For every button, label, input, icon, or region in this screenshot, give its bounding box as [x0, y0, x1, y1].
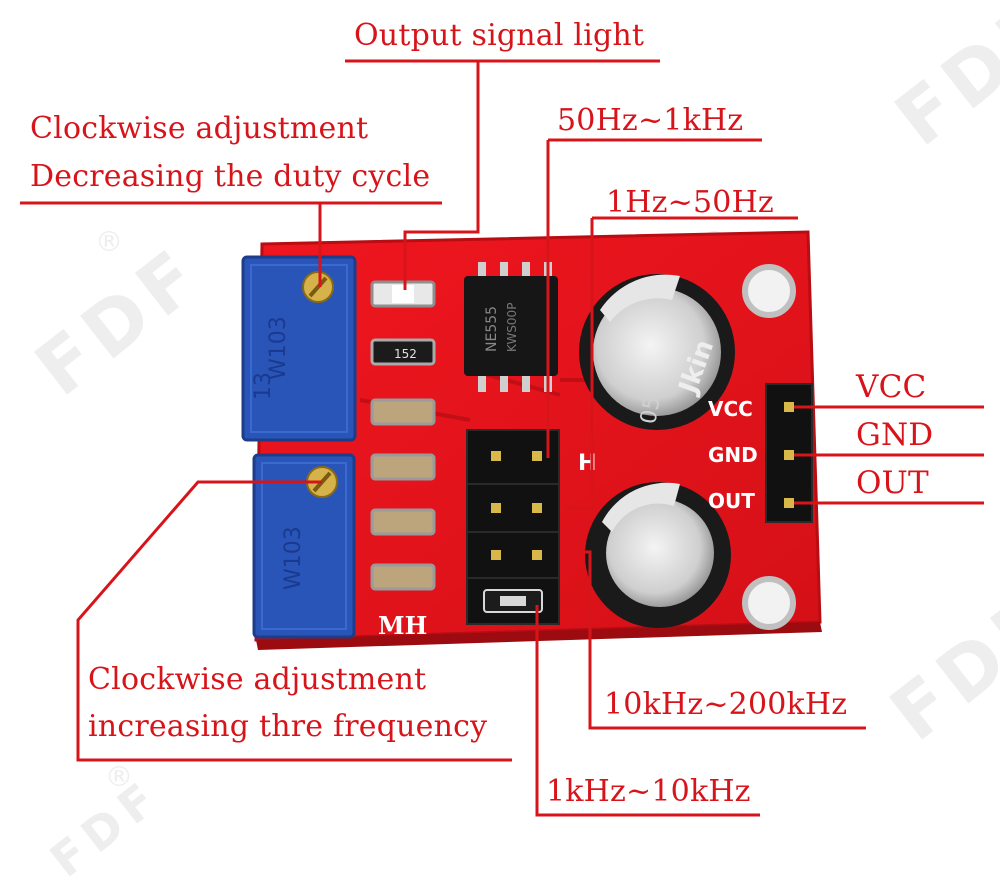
silk-pin-vcc: VCC: [708, 397, 753, 421]
registered-mark-1: ®: [95, 225, 123, 258]
electrolytic-cap-top: Jkin 05: [579, 274, 735, 430]
pot-bottom-code: W103: [281, 526, 306, 590]
smd-resistor-152: 152: [370, 338, 436, 366]
callout-output-signal-light: Output signal light: [354, 18, 645, 53]
callout-range-50hz-1khz: 50Hz~1kHz: [557, 103, 744, 138]
jumper-header-4-bridged: [466, 577, 560, 625]
registered-mark-3: ®: [105, 760, 133, 793]
smd-cap-2: [370, 453, 436, 481]
smd-led-output: [370, 280, 436, 308]
jumper-header-3: [466, 531, 560, 579]
pot-top-side: 13: [251, 372, 276, 400]
jumper-mark: H: [578, 451, 596, 476]
callout-pin-gnd: GND: [856, 417, 934, 453]
silk-label: MH: [378, 611, 427, 640]
cap-voltage: 05: [636, 394, 665, 426]
smd-cap-4: [370, 563, 436, 591]
jumper-header-2: [466, 483, 560, 533]
silk-pin-out: OUT: [708, 489, 755, 513]
resistor-code: 152: [394, 347, 417, 361]
chip-code: KWS00P: [505, 303, 519, 352]
silk-pin-gnd: GND: [708, 443, 758, 467]
callout-frequency-line-1: Clockwise adjustment: [88, 662, 427, 697]
pot-top-code: W103: [266, 316, 291, 380]
callout-leader-lines: [20, 59, 984, 817]
callout-range-1hz-50hz: 1Hz~50Hz: [606, 185, 774, 220]
callout-range-1khz-10khz: 1kHz~10kHz: [546, 774, 751, 809]
electrolytic-cap-bottom: [585, 482, 731, 628]
pcb-board-edge: [256, 622, 822, 650]
callout-duty-line-1: Clockwise adjustment: [30, 111, 369, 146]
potentiometer-bottom: W103: [252, 453, 356, 639]
ne555-board-illustration: W103 13 W103 152: [20, 59, 984, 817]
chip-marking: NE555: [484, 306, 500, 352]
callout-pin-vcc: VCC: [856, 369, 927, 405]
leader-1khz-10khz: [535, 605, 760, 817]
smd-cap-1: [370, 398, 436, 426]
mounting-hole-top: [742, 264, 796, 318]
leader-frequency: [76, 480, 512, 762]
leader-10khz-200khz: [567, 550, 866, 730]
callout-range-10khz-200khz: 10kHz~200kHz: [604, 687, 848, 722]
callout-duty-line-2: Decreasing the duty cycle: [30, 159, 431, 194]
ne555-chip: NE555 KWS00P: [464, 262, 558, 392]
callout-frequency-line-2: increasing thre frequency: [88, 709, 488, 744]
jumper-header-1: [466, 429, 560, 485]
potentiometer-top: W103 13: [241, 255, 357, 442]
product-diagram: FDF FDF FDF FDF ® ® ®: [20, 0, 1000, 888]
callout-pin-out: OUT: [856, 465, 929, 501]
smd-cap-3: [370, 508, 436, 536]
mounting-hole-bottom: [742, 576, 796, 630]
output-pin-header: [765, 383, 813, 523]
